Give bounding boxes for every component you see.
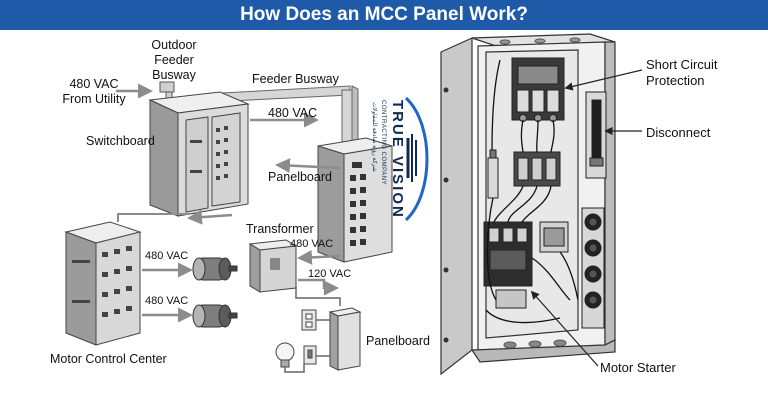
side-fuse xyxy=(487,149,499,199)
light-bulb xyxy=(275,342,295,368)
short-circuit-breaker xyxy=(511,57,565,122)
panelboard-return-arrow xyxy=(275,158,341,174)
disconnect-handle xyxy=(585,91,607,179)
switchboard xyxy=(148,91,250,217)
control-transformer xyxy=(539,221,569,253)
brand-logo: TRUE VISION CONTRACTING COMPANY شركة رؤي… xyxy=(371,94,436,224)
motor-starter-label: Motor Starter xyxy=(600,360,676,375)
top-knockouts xyxy=(499,37,581,45)
brand-name-line1: TRUE xyxy=(389,100,406,149)
feeder-busway-label: Feeder Busway xyxy=(252,72,339,86)
outdoor-busway-label: Outdoor Feeder Busway xyxy=(151,38,197,82)
mcc-label: Motor Control Center xyxy=(50,352,167,366)
motor-starter-leader xyxy=(530,290,599,367)
panelboard-top xyxy=(317,137,393,263)
utility-label: 480 VAC From Utility xyxy=(62,77,126,106)
motor-control-center xyxy=(64,221,142,346)
mcc-illustration xyxy=(64,33,643,376)
knockouts xyxy=(503,339,567,349)
secondary-voltage-label: 120 VAC xyxy=(308,268,352,280)
transformer xyxy=(248,239,298,293)
brand-swoosh-icon xyxy=(404,96,429,222)
short-circuit-leader xyxy=(564,69,643,91)
feeder-voltage-label: 480 VAC xyxy=(268,106,318,120)
panelboard-top-label: Panelboard xyxy=(268,170,332,184)
short-circuit-label: Short Circuit Protection xyxy=(646,57,718,88)
panelboard-bottom-label: Panelboard xyxy=(366,334,430,348)
light-switch xyxy=(303,345,317,365)
outlet xyxy=(301,309,317,331)
motor-1 xyxy=(192,257,238,281)
brand-arabic: شركة رؤية صادقة للمقاولات xyxy=(371,102,377,172)
transformer-in-arrow xyxy=(297,249,341,265)
transformer-voltage-label: 480 VAC xyxy=(290,238,334,250)
brand-tagline: CONTRACTING COMPANY xyxy=(380,100,386,186)
pilot-devices xyxy=(581,207,605,329)
panelboard-bottom xyxy=(328,307,362,371)
terminal-block xyxy=(513,151,561,187)
motor-2 xyxy=(192,304,238,328)
motor1-voltage-label: 480 VAC xyxy=(145,250,189,262)
brand-name-line2: VISION xyxy=(389,156,406,219)
page-title: How Does an MCC Panel Work? xyxy=(0,0,768,30)
motor2-voltage-label: 480 VAC xyxy=(145,295,189,307)
feeder-busway-duct xyxy=(220,85,359,149)
transformer-label: Transformer xyxy=(246,222,314,236)
switchboard-to-mcc-arrow xyxy=(187,209,233,225)
switchboard-label: Switchboard xyxy=(86,134,155,148)
motor-starter xyxy=(483,221,533,309)
disconnect-label: Disconnect xyxy=(646,125,711,140)
